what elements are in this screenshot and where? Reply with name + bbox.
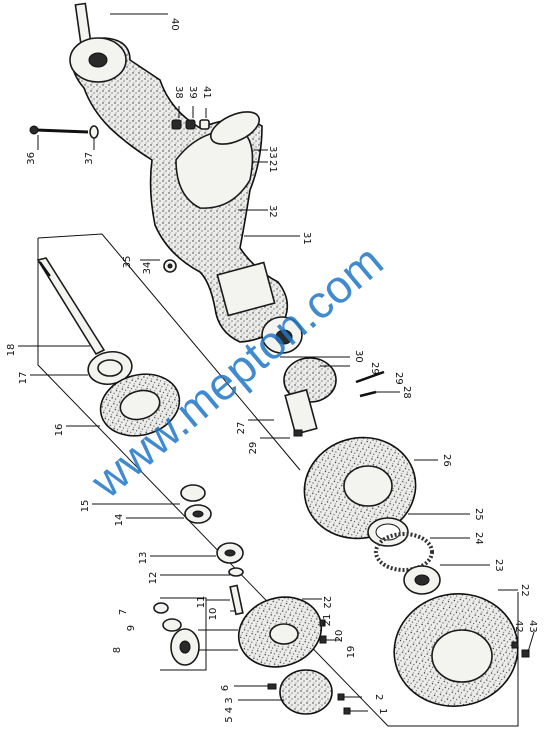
- ring-12: [228, 567, 244, 577]
- callout-labels: 40 36 37 38 39 41 33 21 32 31 35 34 30 2…: [6, 18, 538, 723]
- bolt-6: [267, 683, 277, 690]
- callout-38: 36: [26, 152, 37, 165]
- callout-29-lower: 29: [248, 442, 259, 455]
- callout-32: 30: [353, 350, 364, 363]
- callout-39: 37: [84, 152, 95, 165]
- callout-8: 8: [112, 647, 123, 653]
- callout-37: 35: [122, 256, 133, 269]
- callout-43: 41: [201, 86, 212, 99]
- nut-36: [163, 259, 177, 273]
- callout-44: 42: [513, 620, 524, 633]
- bolt-29-upper: [359, 390, 377, 398]
- callout-33: 31: [301, 232, 312, 245]
- washer-7: [153, 602, 169, 614]
- callout-7: 7: [118, 609, 129, 615]
- ring-26: [367, 517, 409, 547]
- callout-41: 39: [187, 86, 198, 99]
- hub-31: [283, 357, 337, 436]
- screw-2: [337, 693, 345, 701]
- callout-15: 15: [80, 500, 91, 513]
- callout-10: 10: [208, 608, 219, 621]
- nut-set-40-41-43: [171, 119, 210, 130]
- callout-21-upper: 21: [267, 160, 278, 173]
- callout-35: 33: [267, 146, 278, 159]
- callout-27: 26: [441, 454, 452, 467]
- callout-1: 1: [377, 708, 388, 714]
- callout-21-lower: 21: [322, 614, 333, 627]
- callout-14: 14: [114, 514, 125, 527]
- gear-housing-16: [99, 373, 181, 437]
- cover-plate-22: [237, 596, 323, 668]
- bolt-29-lower: [293, 429, 303, 437]
- bolt-44: [511, 641, 519, 649]
- bolt-30: [355, 370, 385, 384]
- callout-31: 29: [369, 362, 380, 375]
- gear-8: [170, 628, 200, 666]
- callout-20: 20: [334, 630, 345, 643]
- callout-2: 2: [373, 694, 384, 700]
- callout-25: 24: [473, 532, 484, 545]
- callout-19: 19: [346, 646, 357, 659]
- pin-11: [229, 584, 244, 616]
- gear-9: [162, 618, 182, 632]
- callout-11: 11: [196, 596, 207, 609]
- end-cap: [279, 669, 333, 715]
- brake-drum-23: [393, 593, 519, 707]
- gear-14: [184, 504, 212, 524]
- gear-13: [216, 542, 244, 564]
- screw-1: [343, 707, 351, 715]
- callout-13: 13: [138, 552, 149, 565]
- callout-17: 17: [18, 372, 29, 385]
- callout-5-4-3: 5 4 3: [224, 697, 235, 722]
- callout-22: 22: [321, 596, 332, 609]
- half-shaft-18: [36, 257, 106, 356]
- callout-28: 27: [236, 422, 247, 435]
- gasket-25: [374, 532, 434, 572]
- callout-42: 40: [169, 18, 180, 31]
- washer-39: [89, 125, 99, 139]
- callout-6: 6: [220, 685, 231, 691]
- ring-17: [87, 350, 133, 386]
- callout-34: 32: [267, 205, 278, 218]
- callout-23: 22: [519, 584, 530, 597]
- callout-16: 16: [54, 424, 65, 437]
- callout-30: 29: [393, 372, 404, 385]
- axle-housing: [69, 37, 289, 343]
- callout-18: 18: [6, 344, 17, 357]
- callout-36: 34: [142, 262, 153, 275]
- callout-9: 9: [126, 625, 137, 631]
- bolt-38: [29, 125, 89, 135]
- brake-disc-27: [303, 436, 417, 540]
- callout-45: 43: [527, 620, 538, 633]
- callout-12: 12: [148, 572, 159, 585]
- axle-shaft-42: [74, 2, 92, 44]
- callout-24: 23: [493, 559, 504, 572]
- callout-29-upper: 28: [401, 386, 412, 399]
- assembly-frame-lines: [37, 233, 519, 727]
- bearing-32: [261, 316, 303, 354]
- bolt-45: [521, 649, 530, 658]
- callout-26: 25: [473, 508, 484, 521]
- ring-15: [180, 484, 206, 502]
- callout-40: 38: [173, 86, 184, 99]
- leader-lines: [18, 13, 535, 712]
- bearing-24: [403, 565, 441, 595]
